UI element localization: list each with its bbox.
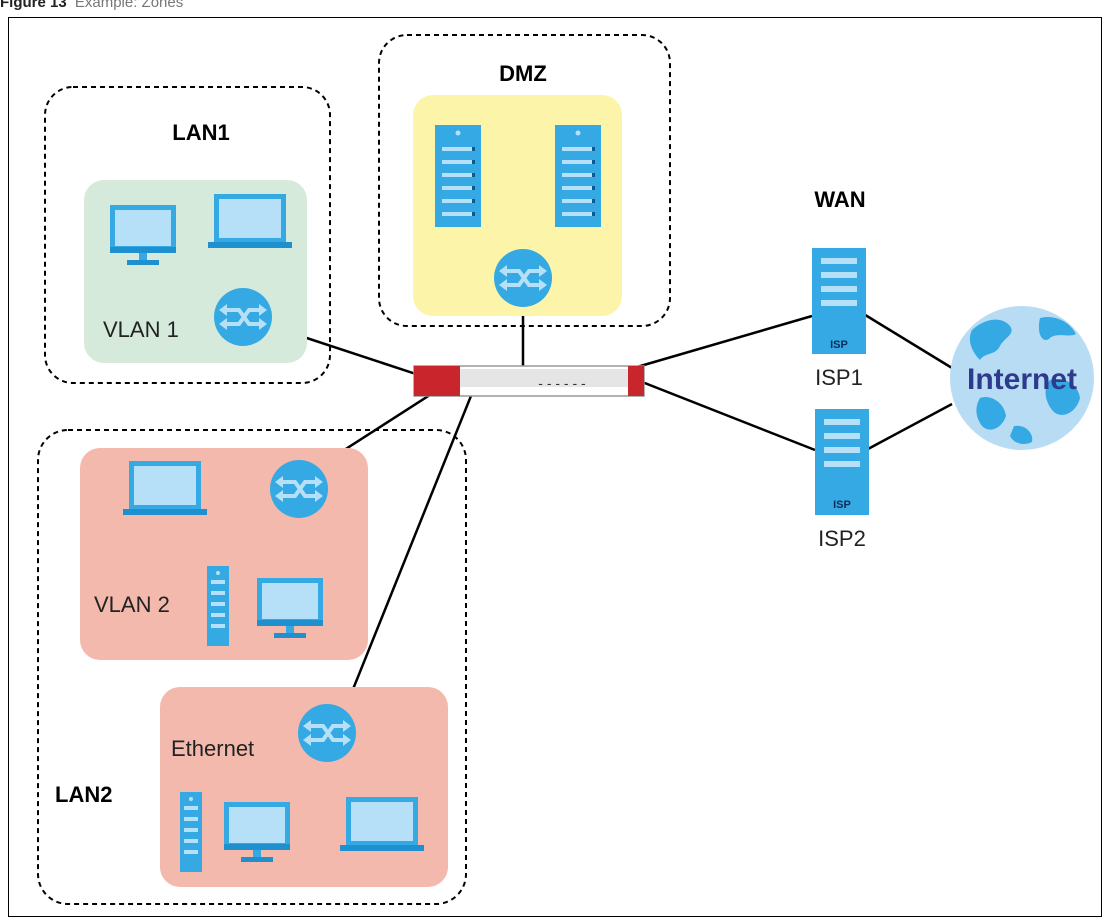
link-firewall-isp1 [636,314,813,369]
firewall-ports: - - - - - - [538,375,586,391]
figure-title: Example: Zones [74,0,184,11]
vlan2-label: VLAN 2 [94,592,170,617]
lan1-laptop-icon [208,194,292,248]
isp1-label: ISP1 [815,365,863,390]
link-isp1-internet [861,311,953,370]
lan2-label: LAN2 [55,782,112,807]
dmz-switch-icon [492,247,554,309]
dmz-server-left-icon [435,125,481,227]
ethernet-switch-icon [296,702,358,764]
dmz-label: DMZ [499,61,547,86]
firewall-device: - - - - - - [413,365,645,397]
figure-caption: Figure 13 Example: Zones [0,0,183,12]
ethernet-laptop-icon [340,797,424,851]
link-firewall-ethernet [335,375,481,730]
vlan2-switch-icon [268,458,330,520]
dmz-zone-border [378,34,671,327]
link-firewall-isp2 [636,378,816,452]
lan1-label: LAN1 [172,120,229,145]
vlan2-laptop-icon [123,461,207,515]
internet-globe: Internet [950,306,1094,450]
lan1-zone-border [44,86,331,384]
figure-number: Figure 13 [0,0,67,11]
ethernet-label: Ethernet [171,736,254,761]
link-isp2-internet [867,402,953,451]
lan1-switch-icon [212,286,274,348]
dmz-server-right-icon [555,125,601,227]
internet-label: Internet [967,363,1077,396]
ethernet-server-icon [180,792,202,872]
vlan1-label: VLAN 1 [103,317,179,342]
wan-label: WAN [814,187,865,212]
isp2-badge: ISP [833,499,851,511]
lan2-zone-border [37,429,467,905]
isp2-label: ISP2 [818,526,866,551]
vlan2-server-icon [207,566,229,646]
isp1-badge: ISP [830,339,848,351]
